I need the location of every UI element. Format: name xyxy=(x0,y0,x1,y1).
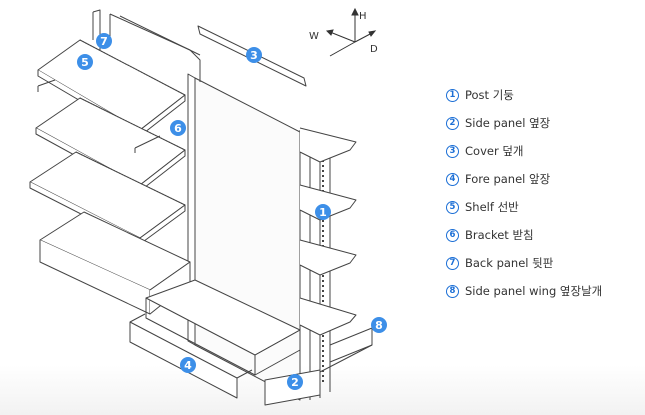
legend-label: Cover 덮개 xyxy=(465,144,524,158)
badge-3: 3 xyxy=(246,47,262,63)
badge-1: 1 xyxy=(315,204,331,220)
legend-label: Side panel wing 옆장날개 xyxy=(465,284,603,298)
badge-7-label: 7 xyxy=(100,35,108,48)
legend-item-fore-panel: 4 Fore panel 앞장 xyxy=(446,169,641,189)
legend-item-shelf: 5 Shelf 선반 xyxy=(446,197,641,217)
axis-h-label: H xyxy=(359,11,367,22)
legend-label: Post 기둥 xyxy=(465,88,514,102)
legend-label: Bracket 받침 xyxy=(465,228,534,242)
badge-2-label: 2 xyxy=(291,376,299,389)
badge-3-label: 3 xyxy=(250,49,258,62)
legend-number: 1 xyxy=(446,88,459,102)
legend-label: Fore panel 앞장 xyxy=(465,172,551,186)
axis-indicator: H W D xyxy=(309,7,378,57)
badge-5: 5 xyxy=(77,54,93,70)
legend-number: 4 xyxy=(446,172,459,186)
badge-2: 2 xyxy=(287,374,303,390)
legend-item-side-panel: 2 Side panel 옆장 xyxy=(446,113,641,133)
legend-number: 6 xyxy=(446,228,459,242)
badge-1-label: 1 xyxy=(319,206,327,219)
badge-5-label: 5 xyxy=(81,56,89,69)
legend-number: 7 xyxy=(446,256,459,270)
legend-label: Back panel 뒷판 xyxy=(465,256,554,270)
legend-label: Shelf 선반 xyxy=(465,200,519,214)
legend-number: 5 xyxy=(446,200,459,214)
legend-item-side-panel-wing: 8 Side panel wing 옆장날개 xyxy=(446,281,641,301)
badge-8-label: 8 xyxy=(375,319,383,332)
shelving-unit-drawing: 1 2 3 4 5 6 7 8 xyxy=(29,9,387,406)
legend-number: 8 xyxy=(446,284,459,298)
legend-item-post: 1 Post 기둥 xyxy=(446,85,641,105)
badge-7: 7 xyxy=(96,33,112,49)
badge-6-label: 6 xyxy=(174,122,182,135)
legend-number: 3 xyxy=(446,144,459,158)
legend-label: Side panel 옆장 xyxy=(465,116,551,130)
legend-item-cover: 3 Cover 덮개 xyxy=(446,141,641,161)
badge-4: 4 xyxy=(180,357,196,373)
legend-item-bracket: 6 Bracket 받침 xyxy=(446,225,641,245)
legend-item-back-panel: 7 Back panel 뒷판 xyxy=(446,253,641,273)
legend-number: 2 xyxy=(446,116,459,130)
parts-legend: 1 Post 기둥 2 Side panel 옆장 3 Cover 덮개 4 F… xyxy=(446,85,641,309)
axis-w-label: W xyxy=(309,31,319,42)
badge-8: 8 xyxy=(371,317,387,333)
badge-6: 6 xyxy=(170,120,186,136)
axis-d-label: D xyxy=(370,44,378,55)
badge-4-label: 4 xyxy=(184,359,192,372)
